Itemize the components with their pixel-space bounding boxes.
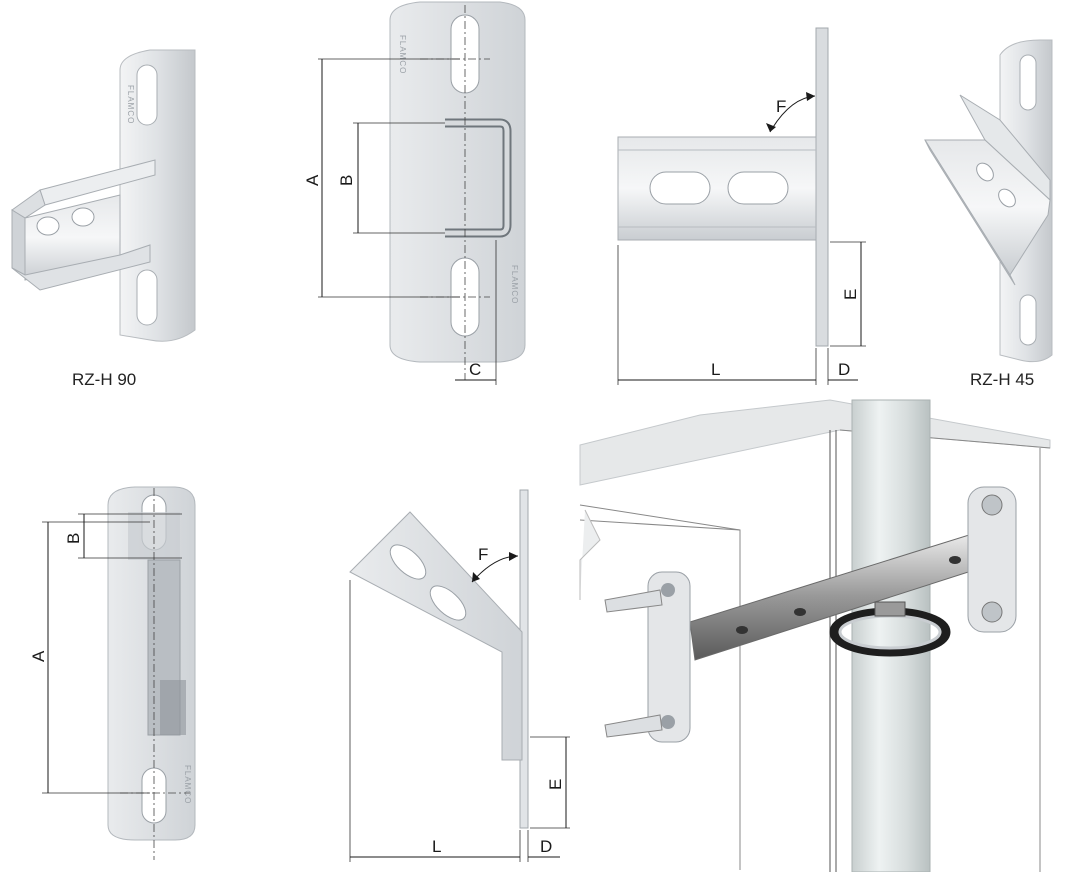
dimension-d-bottom: D	[527, 830, 560, 862]
dim-f-label-bottom: F	[478, 545, 488, 564]
dim-l-label-top: L	[711, 360, 720, 379]
rz-h-45-render	[924, 39, 1053, 363]
dimension-c-top: C	[455, 240, 497, 385]
dim-a-label-bottom: A	[29, 650, 48, 662]
rz-h-90-render: FLAMCO	[11, 49, 196, 342]
dimension-l-top: L	[617, 245, 817, 385]
dim-d-label-top: D	[838, 360, 850, 379]
dimension-a-top: A	[303, 58, 460, 298]
installation-scene	[579, 399, 1051, 873]
brand-mark-plate-45: FLAMCO	[183, 765, 192, 804]
dimension-e-bottom: E	[530, 736, 570, 829]
dim-l-label-bottom: L	[432, 837, 441, 856]
brand-mark: FLAMCO	[126, 85, 135, 124]
dim-c-label: C	[469, 360, 481, 379]
plate-front-view-45: FLAMCO	[107, 486, 196, 860]
dimension-d-top: D	[827, 348, 858, 385]
dim-d-label-bottom: D	[540, 837, 552, 856]
caption-rz-h-45: RZ-H 45	[970, 370, 1034, 389]
dimension-b-bottom: B	[64, 513, 182, 559]
brand-mark-plate-top: FLAMCO	[398, 35, 407, 74]
dim-e-label-bottom: E	[546, 779, 565, 790]
brand-mark-plate-bottom: FLAMCO	[510, 265, 519, 304]
caption-rz-h-90: RZ-H 90	[72, 370, 136, 389]
side-view-90: F	[617, 27, 829, 347]
dim-f-label-top: F	[776, 97, 786, 116]
dimension-a-bottom: A	[29, 521, 150, 794]
dim-e-label-top: E	[841, 289, 860, 300]
dim-b-label-bottom: B	[64, 533, 83, 544]
dimension-e-top: E	[830, 241, 866, 347]
dim-b-label: B	[337, 175, 356, 186]
dimension-l-bottom: L	[349, 580, 521, 862]
dim-a-label: A	[303, 174, 322, 186]
dimension-b-top: B	[337, 122, 445, 234]
side-view-45: F	[349, 489, 529, 829]
